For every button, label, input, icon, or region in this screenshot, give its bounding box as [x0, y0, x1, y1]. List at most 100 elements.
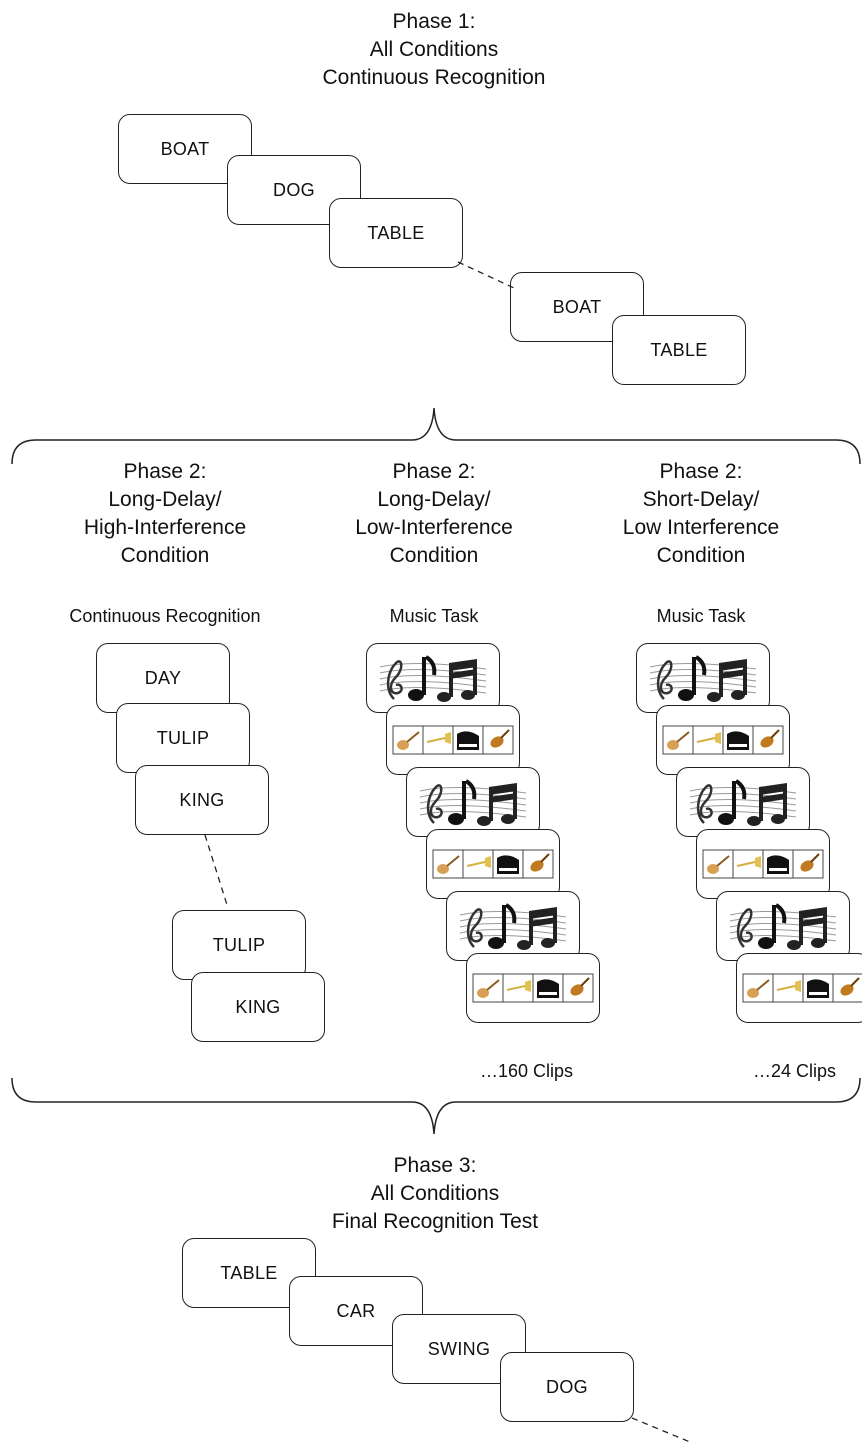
top-brace [11, 407, 861, 465]
phase2-short-low-music-card [636, 643, 770, 713]
phase1-dashed-connector [457, 261, 515, 289]
title-line: Phase 2: [392, 460, 476, 483]
title-line: Low Interference [622, 516, 780, 539]
phase2-card-label: TULIP [156, 727, 210, 748]
piano-icon [457, 731, 479, 750]
title-line: Long-Delay/ [108, 488, 222, 511]
title-line: Condition [656, 544, 746, 567]
trumpet-icon [426, 732, 451, 744]
phase2-dashed-connector [204, 834, 229, 909]
violin-icon [760, 729, 780, 748]
phase3-title-line1: Phase 3: [393, 1154, 477, 1177]
phase2-long-low-task: Music Task [389, 606, 479, 626]
phase2-short-low-music-card [676, 767, 810, 837]
violin-icon [570, 977, 590, 996]
phase1-card-label: BOAT [160, 138, 210, 159]
phase2-long-low-music-card [386, 705, 520, 775]
phase2-long-high-title: Phase 2: Long-Delay/ High-Interference C… [40, 458, 290, 570]
phase1-title-line3: Continuous Recognition [322, 66, 546, 89]
phase3-card-label: CAR [336, 1300, 376, 1321]
title-line: Low-Interference [355, 516, 513, 539]
phase2-long-high-task: Continuous Recognition [69, 606, 261, 626]
bottom-brace [11, 1077, 861, 1135]
phase2-card-label: DAY [144, 667, 182, 688]
piano-icon [537, 979, 559, 998]
phase2-card-king: KING [135, 765, 269, 835]
music-notes-icon [729, 903, 837, 950]
phase2-card-tulip-repeat: TULIP [172, 910, 306, 980]
title-line: Condition [120, 544, 210, 567]
violin-icon [490, 729, 510, 748]
guitar-icon [397, 731, 420, 750]
instruments-strip-icon [702, 849, 824, 879]
phase1-title-line1: Phase 1: [392, 10, 476, 33]
title-line: Long-Delay/ [377, 488, 491, 511]
phase2-long-low-count: …160 Clips [480, 1061, 574, 1081]
guitar-icon [747, 979, 770, 998]
instruments-strip-icon [472, 973, 594, 1003]
phase2-long-low-music-card [426, 829, 560, 899]
instruments-strip-icon [742, 973, 862, 1003]
trumpet-icon [736, 856, 761, 868]
music-notes-icon [379, 655, 487, 702]
phase3-title-line2: All Conditions [370, 1182, 500, 1205]
phase1-card-label: DOG [273, 179, 315, 200]
phase1-card-label: BOAT [552, 296, 602, 317]
trumpet-icon [776, 980, 801, 992]
phase2-long-low-title: Phase 2: Long-Delay/ Low-Interference Co… [309, 458, 559, 570]
phase1-card-table: TABLE [329, 198, 463, 268]
phase2-long-low-music-card [366, 643, 500, 713]
phase3-dashed-connector [631, 1417, 691, 1443]
phase2-card-king-repeat: KING [191, 972, 325, 1042]
phase2-short-low-count: …24 Clips [753, 1061, 837, 1081]
phase3-card-dog: DOG [500, 1352, 634, 1422]
phase1-card-boat: BOAT [118, 114, 252, 184]
title-line: Phase 2: [123, 460, 207, 483]
violin-icon [530, 853, 550, 872]
piano-icon [497, 855, 519, 874]
guitar-icon [707, 855, 730, 874]
phase2-short-low-music-card [736, 953, 862, 1023]
phase2-long-low-music-card [466, 953, 600, 1023]
music-notes-icon [459, 903, 567, 950]
instruments-strip-icon [392, 725, 514, 755]
trumpet-icon [506, 980, 531, 992]
phase3-title-line3: Final Recognition Test [331, 1210, 539, 1233]
phase2-short-low-music-card [716, 891, 850, 961]
title-line: Condition [389, 544, 479, 567]
phase2-card-label: KING [235, 996, 281, 1017]
phase2-short-low-music-card [696, 829, 830, 899]
phase2-card-label: KING [179, 789, 225, 810]
violin-icon [800, 853, 820, 872]
phase3-card-label: SWING [427, 1338, 491, 1359]
phase1-card-label: TABLE [650, 339, 708, 360]
guitar-icon [437, 855, 460, 874]
trumpet-icon [466, 856, 491, 868]
phase2-short-low-task: Music Task [656, 606, 746, 626]
phase1-title: Phase 1: All Conditions Continuous Recog… [284, 8, 584, 92]
phase2-short-low-music-card [656, 705, 790, 775]
phase2-long-low-music-card [446, 891, 580, 961]
music-notes-icon [689, 779, 797, 826]
music-notes-icon [419, 779, 527, 826]
phase2-short-low-title: Phase 2: Short-Delay/ Low Interference C… [576, 458, 826, 570]
title-line: Phase 2: [659, 460, 743, 483]
instruments-strip-icon [662, 725, 784, 755]
phase3-title: Phase 3: All Conditions Final Recognitio… [270, 1152, 600, 1236]
piano-icon [767, 855, 789, 874]
phase2-card-label: TULIP [212, 934, 266, 955]
piano-icon [727, 731, 749, 750]
phase1-title-line2: All Conditions [369, 38, 499, 61]
phase1-card-label: TABLE [367, 222, 425, 243]
phase3-card-label: DOG [546, 1376, 588, 1397]
guitar-icon [667, 731, 690, 750]
piano-icon [807, 979, 829, 998]
trumpet-icon [696, 732, 721, 744]
phase1-card-table-repeat: TABLE [612, 315, 746, 385]
music-notes-icon [649, 655, 757, 702]
guitar-icon [477, 979, 500, 998]
instruments-strip-icon [432, 849, 554, 879]
violin-icon [840, 977, 860, 996]
phase3-card-label: TABLE [220, 1262, 278, 1283]
phase2-long-low-music-card [406, 767, 540, 837]
